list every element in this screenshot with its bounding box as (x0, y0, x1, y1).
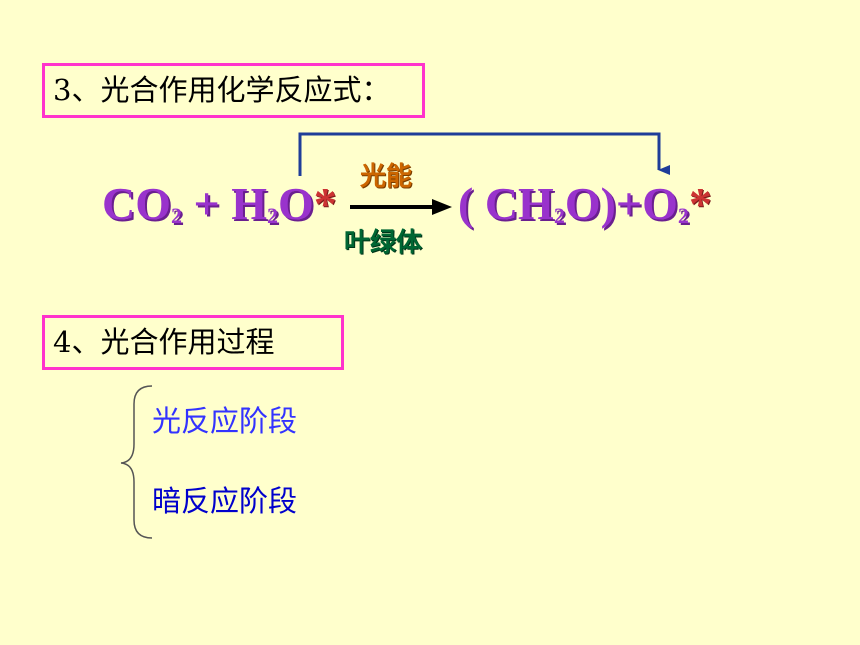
oxygen-tracer-arrow (298, 132, 670, 176)
oxygen-tracer-star: * (313, 178, 337, 229)
co2-subscript: 2 (171, 203, 182, 228)
stage-light-reaction: 光反应阶段 (152, 404, 298, 438)
co2-co: CO (102, 178, 171, 229)
plus-h: + H (182, 178, 268, 229)
h2o-subscript: 2 (267, 203, 278, 228)
stage-brace (120, 385, 153, 539)
h2o-o: O (278, 178, 314, 229)
equation-heading: 3、光合作用化学反应式： (42, 63, 425, 118)
stage-dark-reaction: 暗反应阶段 (152, 484, 298, 518)
ch2o-subscript: 2 (553, 203, 565, 228)
reaction-arrow (350, 199, 452, 215)
products: ( CH2O)+O2* (458, 173, 712, 235)
o-close-plus-o: O)+O (564, 178, 678, 229)
ch2o-open: ( CH (458, 178, 554, 229)
oxygen-product-star: * (688, 178, 712, 229)
reactants: CO2 + H2O* (102, 173, 337, 235)
process-heading: 4、光合作用过程 (42, 315, 344, 370)
condition-chloroplast: 叶绿体 (344, 228, 423, 258)
o2-subscript: 2 (677, 203, 689, 228)
condition-light-energy: 光能 (360, 162, 413, 192)
